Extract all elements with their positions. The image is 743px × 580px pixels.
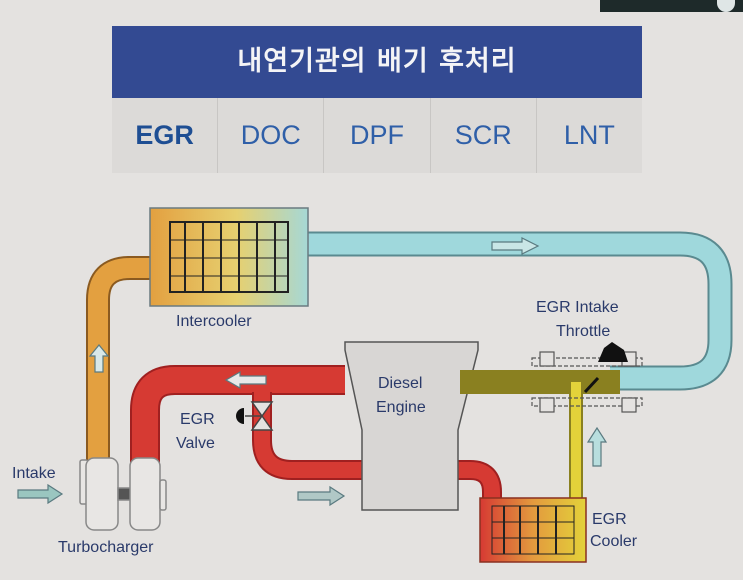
arrow-right-icon [297,485,346,507]
diesel-engine-label-line2: Engine [376,399,426,416]
egr-intake-throttle-label-line1: EGR Intake [536,299,619,316]
turbocharger [79,457,167,531]
arrow-right-icon [491,237,540,255]
bezel-glow [717,0,735,12]
egr-intake-throttle-label-line2: Throttle [556,323,611,340]
egr-valve-symbol [245,401,274,431]
diesel-engine [344,341,479,511]
tab-doc[interactable]: DOC [218,98,325,173]
tab-scr[interactable]: SCR [431,98,537,173]
page-title: 내연기관의 배기 후처리 [237,46,517,77]
title-banner: 내연기관의 배기 후처리 [112,26,642,98]
intercooler-grid [169,221,289,293]
flow-arrows [17,237,608,507]
throttle-plate [583,376,600,394]
throttle-actuator [598,342,628,362]
intercooler-label: Intercooler [176,313,252,330]
arrow-right-icon [17,483,64,505]
arrow-left-icon [224,370,267,390]
egr-valve-label-line1: EGR [180,411,215,428]
tab-dpf[interactable]: DPF [324,98,431,173]
arrow-up-icon [586,426,608,467]
device-top-bezel [600,0,743,12]
egr-cooler-label-line1: EGR [592,511,627,528]
throttle-body [531,351,643,413]
arrow-up-icon [88,344,110,373]
tab-lnt[interactable]: LNT [563,120,615,150]
intake-label: Intake [12,465,56,482]
egr-valve-label-line2: Valve [176,435,215,452]
egr-cooler [479,497,587,563]
egr-cooler-label-line2: Cooler [590,533,638,550]
turbocharger-label: Turbocharger [58,539,154,556]
intercooler [149,207,309,307]
diesel-engine-label-line1: Diesel [378,375,423,392]
tab-bar: EGR DOC DPF SCR LNT [112,98,642,173]
tab-egr[interactable]: EGR [112,98,219,173]
egr-cooler-grid [491,505,575,555]
egr-valve-actuator [236,408,244,424]
